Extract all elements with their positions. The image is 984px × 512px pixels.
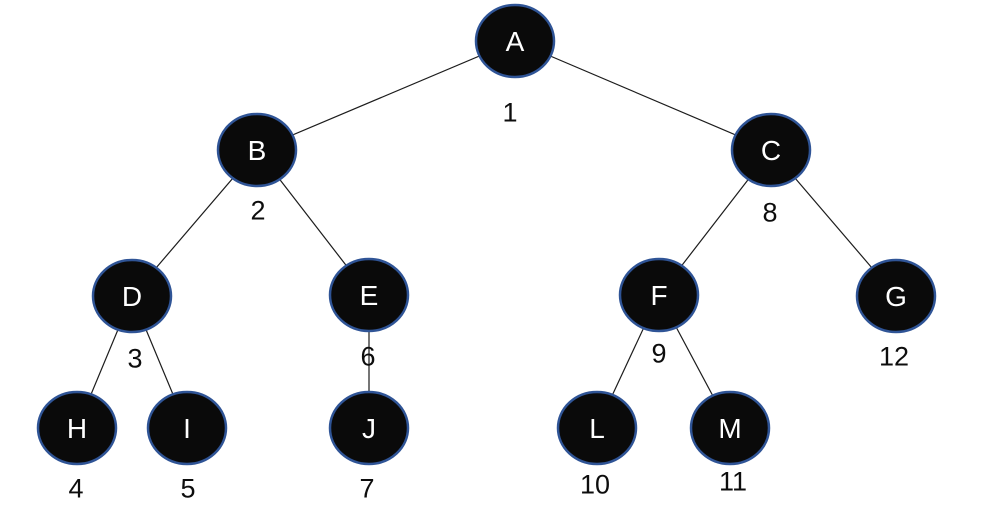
node-circle-A — [474, 3, 556, 79]
tree-node-D: D3 — [91, 258, 173, 374]
order-label-L: 10 — [580, 470, 610, 500]
node-circle-D — [91, 258, 173, 334]
node-letter-E: E — [360, 280, 379, 311]
order-label-J: 7 — [359, 474, 374, 504]
node-letter-L: L — [589, 413, 605, 444]
node-letter-H: H — [67, 413, 87, 444]
node-circle-E — [328, 257, 410, 333]
tree-node-L: L 10 — [556, 390, 638, 500]
node-letter-J: J — [362, 413, 376, 444]
tree-node-E: E6 — [328, 257, 410, 372]
tree-node-M: M 11 — [689, 390, 771, 497]
tree-node-B: B2 — [216, 112, 298, 226]
node-letter-I: I — [183, 413, 191, 444]
node-letter-G: G — [885, 281, 907, 312]
node-letter-M: M — [718, 413, 741, 444]
node-letter-C: C — [761, 135, 781, 166]
tree-node-F: F9 — [618, 257, 700, 369]
edge-A-C — [514, 40, 772, 151]
node-circle-G — [855, 258, 937, 334]
node-circle-M — [689, 390, 771, 466]
order-label-M: 11 — [719, 467, 747, 497]
node-circle-F — [618, 257, 700, 333]
node-circle-L — [556, 390, 638, 466]
order-label-A: 1 — [502, 98, 517, 128]
node-letter-A: A — [506, 26, 525, 57]
order-label-H: 4 — [68, 474, 83, 504]
order-label-I: 5 — [180, 474, 195, 504]
order-label-G: 12 — [879, 342, 909, 372]
order-label-C: 8 — [762, 198, 777, 228]
tree-node-J: J7 — [328, 390, 410, 504]
node-circle-B — [216, 112, 298, 188]
node-circle-C — [730, 112, 812, 188]
node-circle-H — [36, 390, 118, 466]
edge-A-B — [256, 40, 516, 151]
tree-node-I: I5 — [146, 390, 228, 504]
order-label-F: 9 — [651, 339, 666, 369]
tree-node-A: A1 — [474, 3, 556, 128]
order-label-B: 2 — [250, 196, 265, 226]
tree-node-H: H4 — [36, 390, 118, 504]
order-label-D: 3 — [127, 344, 142, 374]
order-label-E: 6 — [360, 342, 375, 372]
node-letter-B: B — [248, 135, 267, 166]
tree-node-C: C8 — [730, 112, 812, 228]
node-letter-D: D — [122, 281, 142, 312]
tree-node-G: G 12 — [855, 258, 937, 372]
node-circle-I — [146, 390, 228, 466]
node-circle-J — [328, 390, 410, 466]
node-letter-F: F — [650, 280, 667, 311]
